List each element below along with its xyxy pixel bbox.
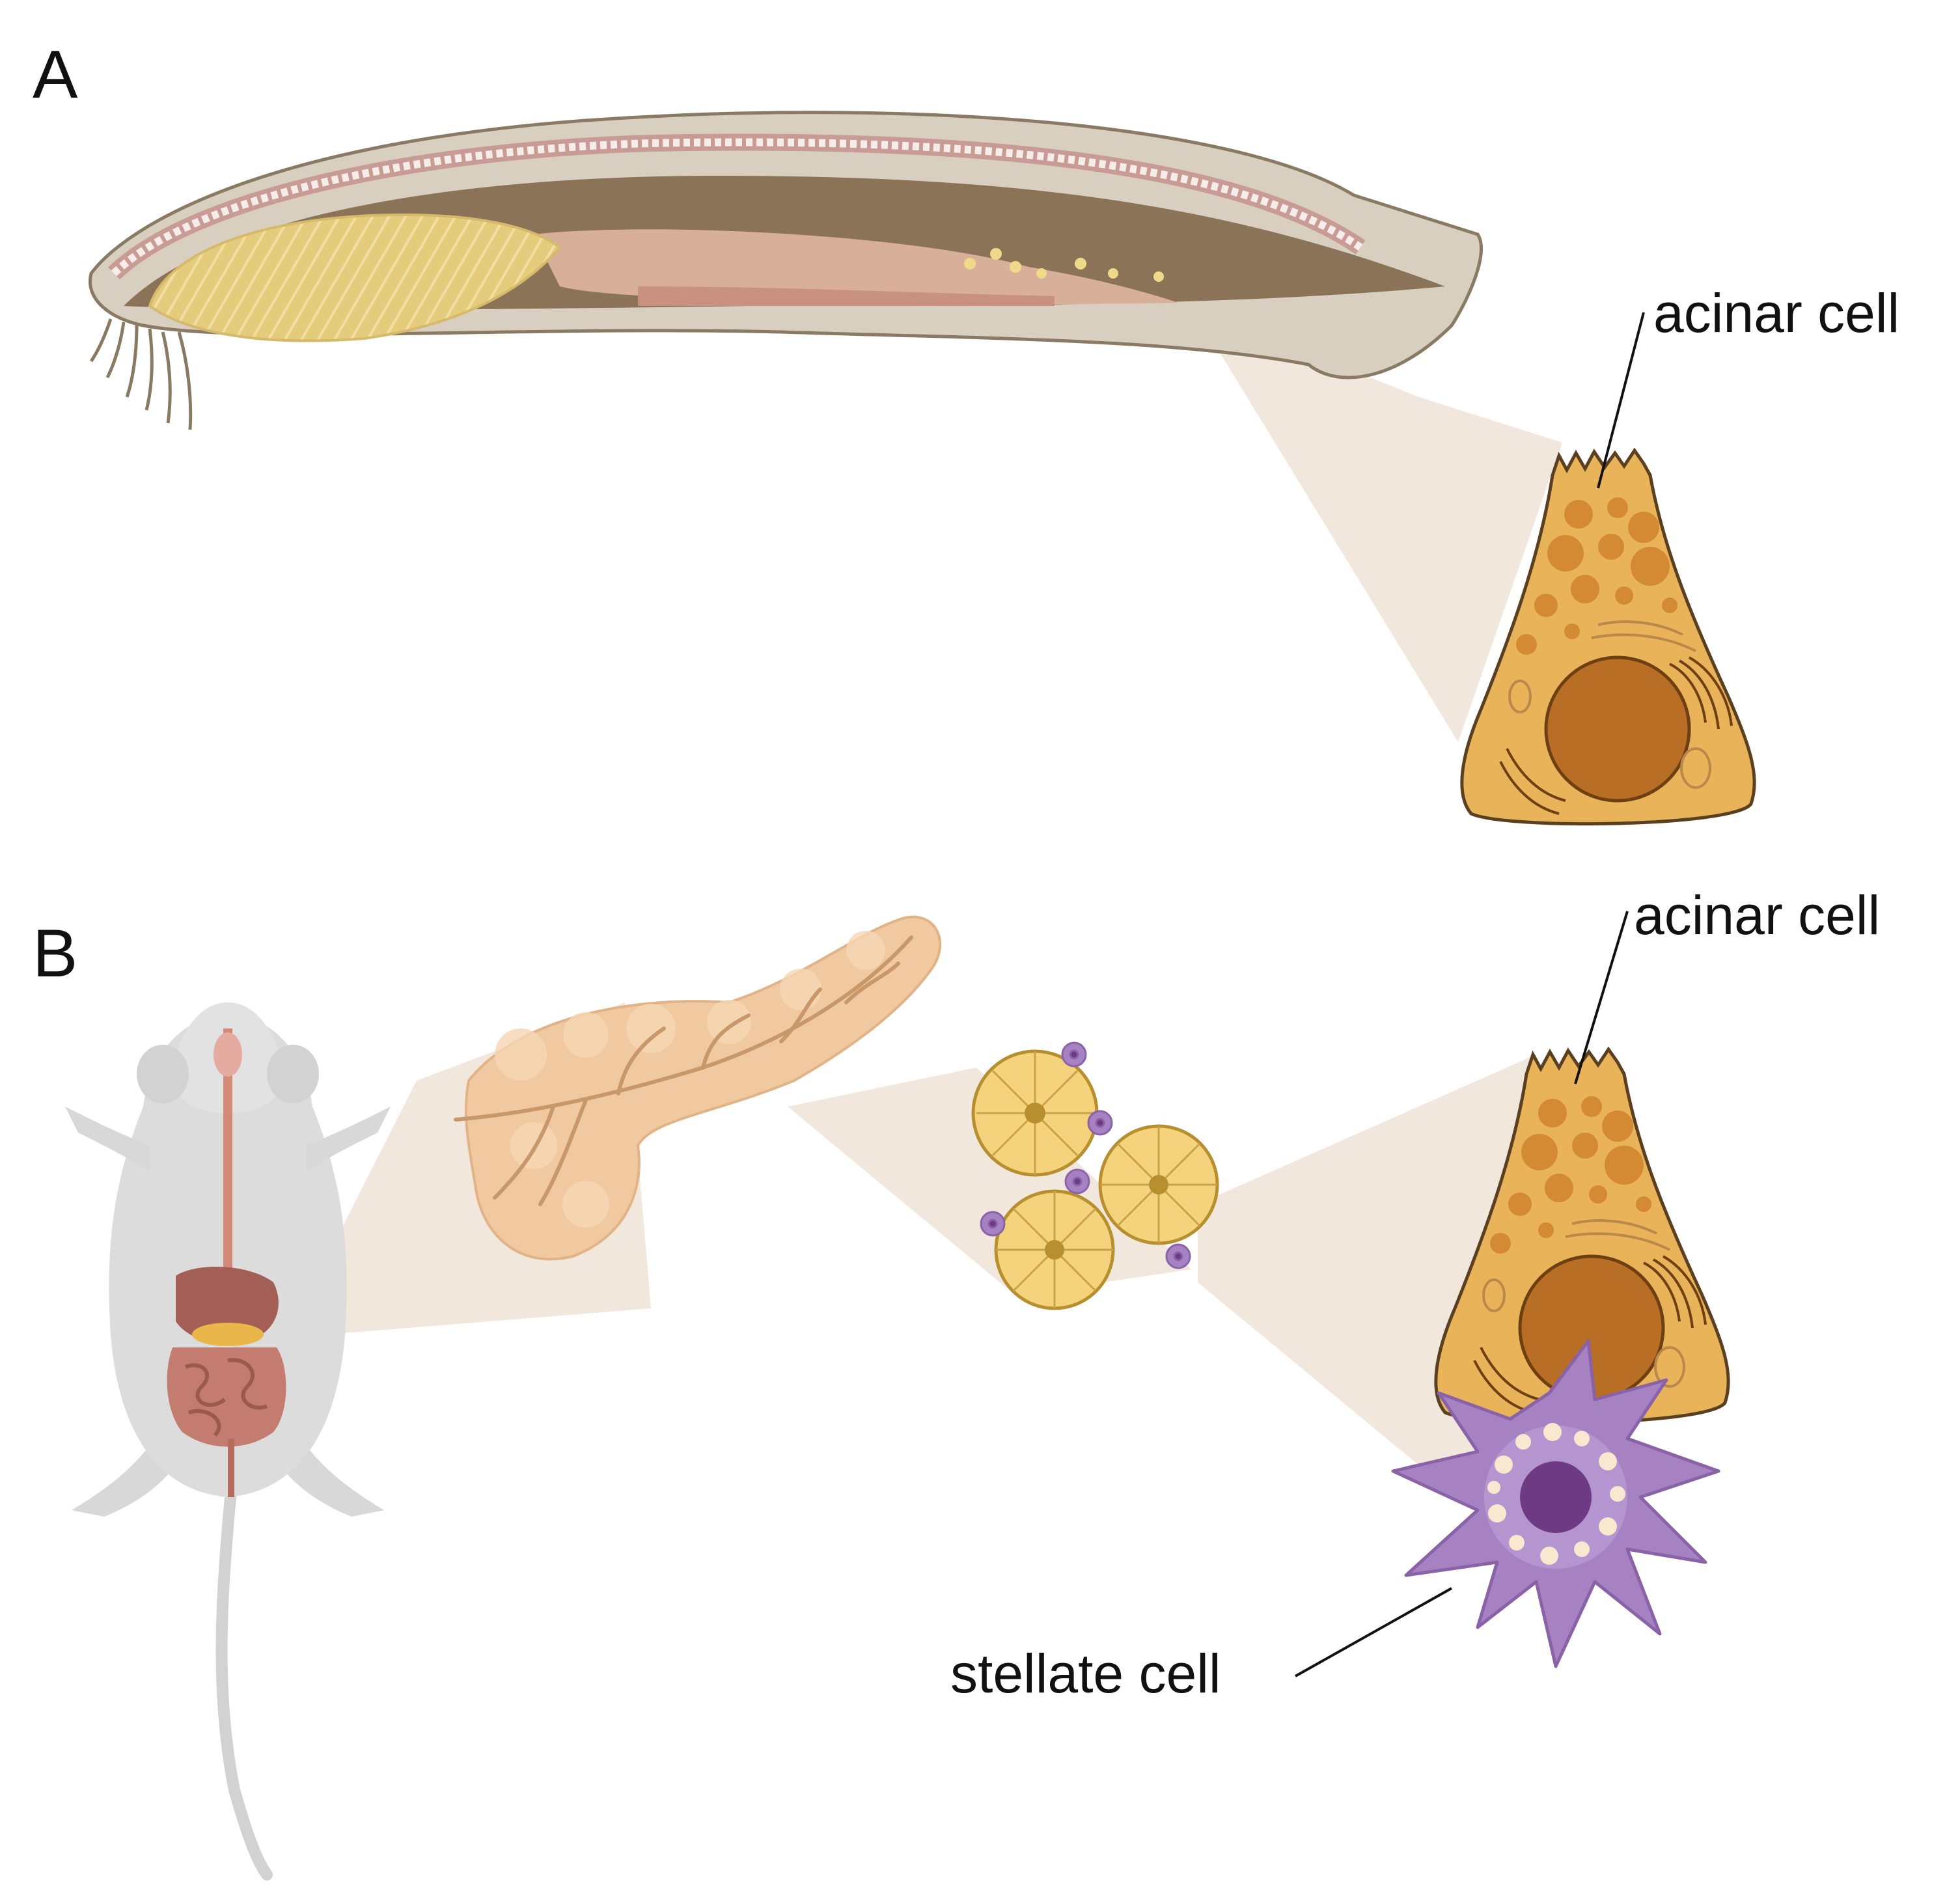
zoom-wedge-acini-cells bbox=[1198, 1055, 1536, 1562]
acini-cluster bbox=[971, 1041, 1219, 1310]
acinar-cell-a-label: acinar cell bbox=[1653, 283, 1899, 344]
small-stellate-5 bbox=[1165, 1243, 1191, 1269]
panel-b: B bbox=[33, 885, 1880, 1881]
stellate-cell-label: stellate cell bbox=[950, 1643, 1221, 1704]
amphioxus-illustration bbox=[89, 111, 1483, 430]
acinar-cell-b-label: acinar cell bbox=[1634, 885, 1880, 946]
zoom-wedge-a bbox=[1191, 306, 1562, 742]
panel-a-letter: A bbox=[33, 37, 78, 113]
acinar-cell-b-leader bbox=[1574, 911, 1629, 1084]
small-stellate-4 bbox=[980, 1211, 1006, 1237]
acinus-2 bbox=[1098, 1124, 1219, 1245]
small-stellate-3 bbox=[1064, 1168, 1090, 1194]
acinus-3 bbox=[994, 1189, 1115, 1310]
panel-b-letter: B bbox=[33, 916, 77, 991]
stellate-cell-leader bbox=[1295, 1587, 1452, 1677]
small-stellate-2 bbox=[1087, 1110, 1113, 1136]
acinus-1 bbox=[971, 1049, 1099, 1177]
panel-a: A bbox=[33, 37, 1899, 824]
small-stellate-1 bbox=[1061, 1041, 1087, 1068]
acinar-cell-a-leader bbox=[1597, 312, 1645, 489]
pancreas-illustration bbox=[454, 915, 942, 1261]
stellate-cell bbox=[1391, 1339, 1720, 1668]
mouse-illustration bbox=[65, 1002, 391, 1881]
